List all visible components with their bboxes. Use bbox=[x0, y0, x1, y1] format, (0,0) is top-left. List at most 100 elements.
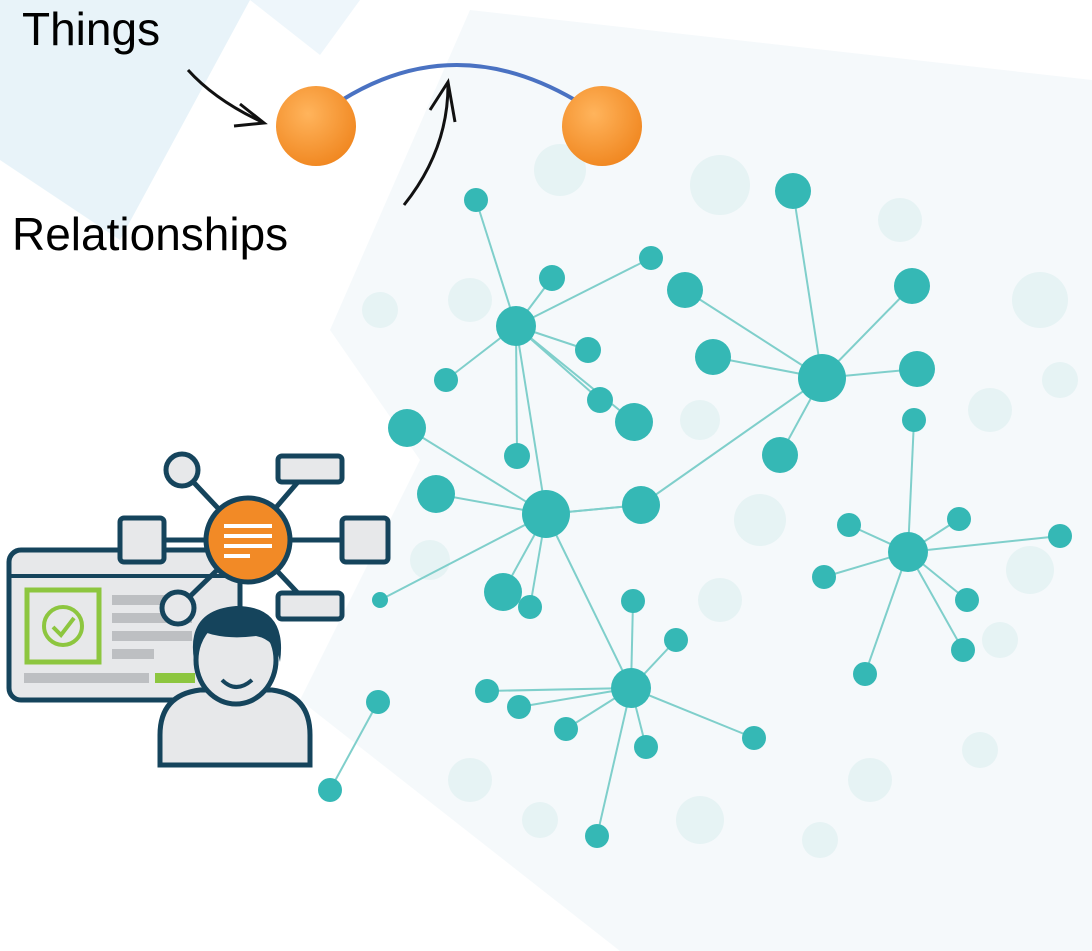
network-hub-node bbox=[611, 668, 651, 708]
faint-network-node bbox=[962, 732, 998, 768]
knowledge-graph-user-icon bbox=[0, 450, 400, 770]
user-avatar-body bbox=[157, 687, 313, 768]
network-leaf-node bbox=[853, 662, 877, 686]
network-leaf-node bbox=[762, 437, 798, 473]
network-edge bbox=[640, 377, 823, 506]
network-leaf-node bbox=[894, 268, 930, 304]
network-edge bbox=[907, 535, 1061, 553]
thing-node-left bbox=[276, 86, 356, 166]
network-leaf-node bbox=[695, 339, 731, 375]
network-edge bbox=[596, 687, 632, 837]
icon-graph-rect-node bbox=[275, 453, 345, 485]
network-leaf-node bbox=[585, 824, 609, 848]
relationships-label: Relationships bbox=[12, 208, 289, 260]
network-leaf-node bbox=[417, 475, 455, 513]
network-leaf-node bbox=[464, 188, 488, 212]
faint-network-node bbox=[676, 796, 724, 844]
user-avatar-smile bbox=[220, 678, 254, 689]
network-leaf-node bbox=[775, 173, 811, 209]
network-leaf-node bbox=[837, 513, 861, 537]
faint-network-node bbox=[522, 802, 558, 838]
network-leaf-node bbox=[539, 265, 565, 291]
network-hub-node bbox=[522, 490, 570, 538]
icon-graph-circle-node bbox=[159, 589, 197, 627]
network-edge bbox=[630, 687, 755, 739]
network-leaf-node bbox=[575, 337, 601, 363]
relationships-arrowhead bbox=[428, 77, 457, 123]
network-edge bbox=[684, 289, 823, 379]
network-leaf-node bbox=[318, 778, 342, 802]
network-leaf-node bbox=[1048, 524, 1072, 548]
network-leaf-node bbox=[947, 507, 971, 531]
things-arrow bbox=[186, 68, 263, 124]
faint-network-node bbox=[1006, 546, 1054, 594]
network-leaf-node bbox=[899, 351, 935, 387]
network-leaf-node bbox=[484, 573, 522, 611]
knowledge-graph-user-svg bbox=[6, 451, 391, 768]
icon-graph-circle-node bbox=[163, 451, 201, 489]
network-leaf-node bbox=[664, 628, 688, 652]
network-edge bbox=[545, 513, 632, 689]
network-leaf-node bbox=[507, 695, 531, 719]
network-edges bbox=[329, 190, 1061, 837]
network-edge bbox=[792, 190, 823, 379]
faint-network-node bbox=[680, 400, 720, 440]
network-leaf-node bbox=[812, 565, 836, 589]
network-edge bbox=[406, 427, 547, 515]
network-edge bbox=[515, 325, 518, 457]
faint-network-node bbox=[734, 494, 786, 546]
text-line bbox=[112, 649, 154, 659]
network-edge bbox=[515, 325, 635, 423]
things-arrowhead bbox=[233, 102, 268, 128]
things-label: Things bbox=[22, 3, 161, 55]
check-badge-icon bbox=[42, 605, 84, 647]
network-edge bbox=[486, 687, 632, 692]
network-leaf-node bbox=[388, 409, 426, 447]
background-network-panel bbox=[300, 10, 1092, 951]
network-leaf-node bbox=[366, 690, 390, 714]
network-nodes bbox=[318, 173, 1072, 848]
network-edge bbox=[329, 701, 379, 791]
faint-network-node bbox=[848, 758, 892, 802]
network-leaf-node bbox=[475, 679, 499, 703]
faint-network-node bbox=[968, 388, 1012, 432]
network-leaf-node bbox=[955, 588, 979, 612]
relationship-edge bbox=[340, 63, 577, 102]
network-leaf-node bbox=[587, 387, 613, 413]
faint-network-node bbox=[448, 278, 492, 322]
network-leaf-node bbox=[504, 443, 530, 469]
background-diamond-shape bbox=[0, 0, 250, 240]
network-hub-node bbox=[888, 532, 928, 572]
faint-network-node bbox=[698, 578, 742, 622]
checkmark-icon bbox=[51, 616, 76, 639]
document-hub-node bbox=[203, 495, 293, 585]
network-leaf-node bbox=[554, 717, 578, 741]
network-edge bbox=[515, 257, 652, 327]
network-edge bbox=[515, 325, 547, 515]
network-edge bbox=[379, 513, 547, 601]
network-hub-node bbox=[798, 354, 846, 402]
network-leaf-node bbox=[639, 246, 663, 270]
progress-bar bbox=[155, 673, 195, 683]
faint-network-node bbox=[802, 822, 838, 858]
network-leaf-node bbox=[742, 726, 766, 750]
network-leaf-node bbox=[621, 589, 645, 613]
background-diamond-shape-2 bbox=[250, 0, 360, 55]
faint-network-node bbox=[534, 144, 586, 196]
faint-network-nodes bbox=[362, 144, 1078, 858]
document-lines-icon bbox=[224, 524, 272, 558]
faint-network-node bbox=[878, 198, 922, 242]
check-badge-frame bbox=[24, 587, 102, 665]
faint-network-node bbox=[982, 622, 1018, 658]
icon-graph-square-node bbox=[339, 515, 391, 565]
network-leaf-node bbox=[634, 735, 658, 759]
network-edge bbox=[907, 419, 915, 553]
network-leaf-node bbox=[902, 408, 926, 432]
text-line bbox=[112, 595, 192, 605]
network-leaf-node bbox=[615, 403, 653, 441]
faint-network-node bbox=[690, 155, 750, 215]
network-leaf-node bbox=[622, 486, 660, 524]
network-edge bbox=[475, 199, 517, 327]
network-leaf-node bbox=[434, 368, 458, 392]
